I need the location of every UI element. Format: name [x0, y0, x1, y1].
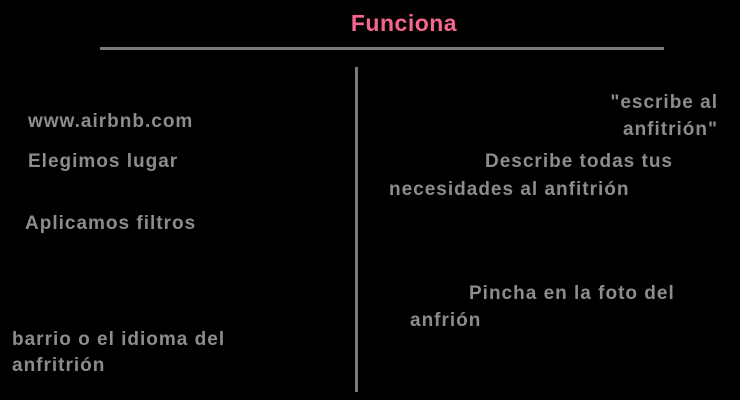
column-divider	[355, 67, 358, 392]
right-item-click-photo-1: Pincha en la foto del	[469, 283, 675, 304]
right-item-write-host-2: anfitrión"	[623, 119, 718, 140]
right-item-describe-2: necesidades al anfitrión	[389, 179, 630, 200]
left-item-apply-filters: Aplicamos filtros	[25, 213, 197, 234]
left-item-host: anfritrión	[12, 355, 106, 376]
left-item-choose-place: Elegimos lugar	[28, 151, 179, 172]
title-divider	[100, 47, 664, 50]
right-item-click-photo-2: anfrión	[410, 310, 482, 331]
left-item-website: www.airbnb.com	[28, 111, 194, 132]
diagram-title: Funciona	[350, 10, 458, 36]
right-item-write-host-1: "escribe al	[610, 92, 718, 113]
right-item-describe-1: Describe todas tus	[485, 151, 673, 172]
left-item-neighborhood: barrio o el idioma del	[12, 329, 226, 350]
